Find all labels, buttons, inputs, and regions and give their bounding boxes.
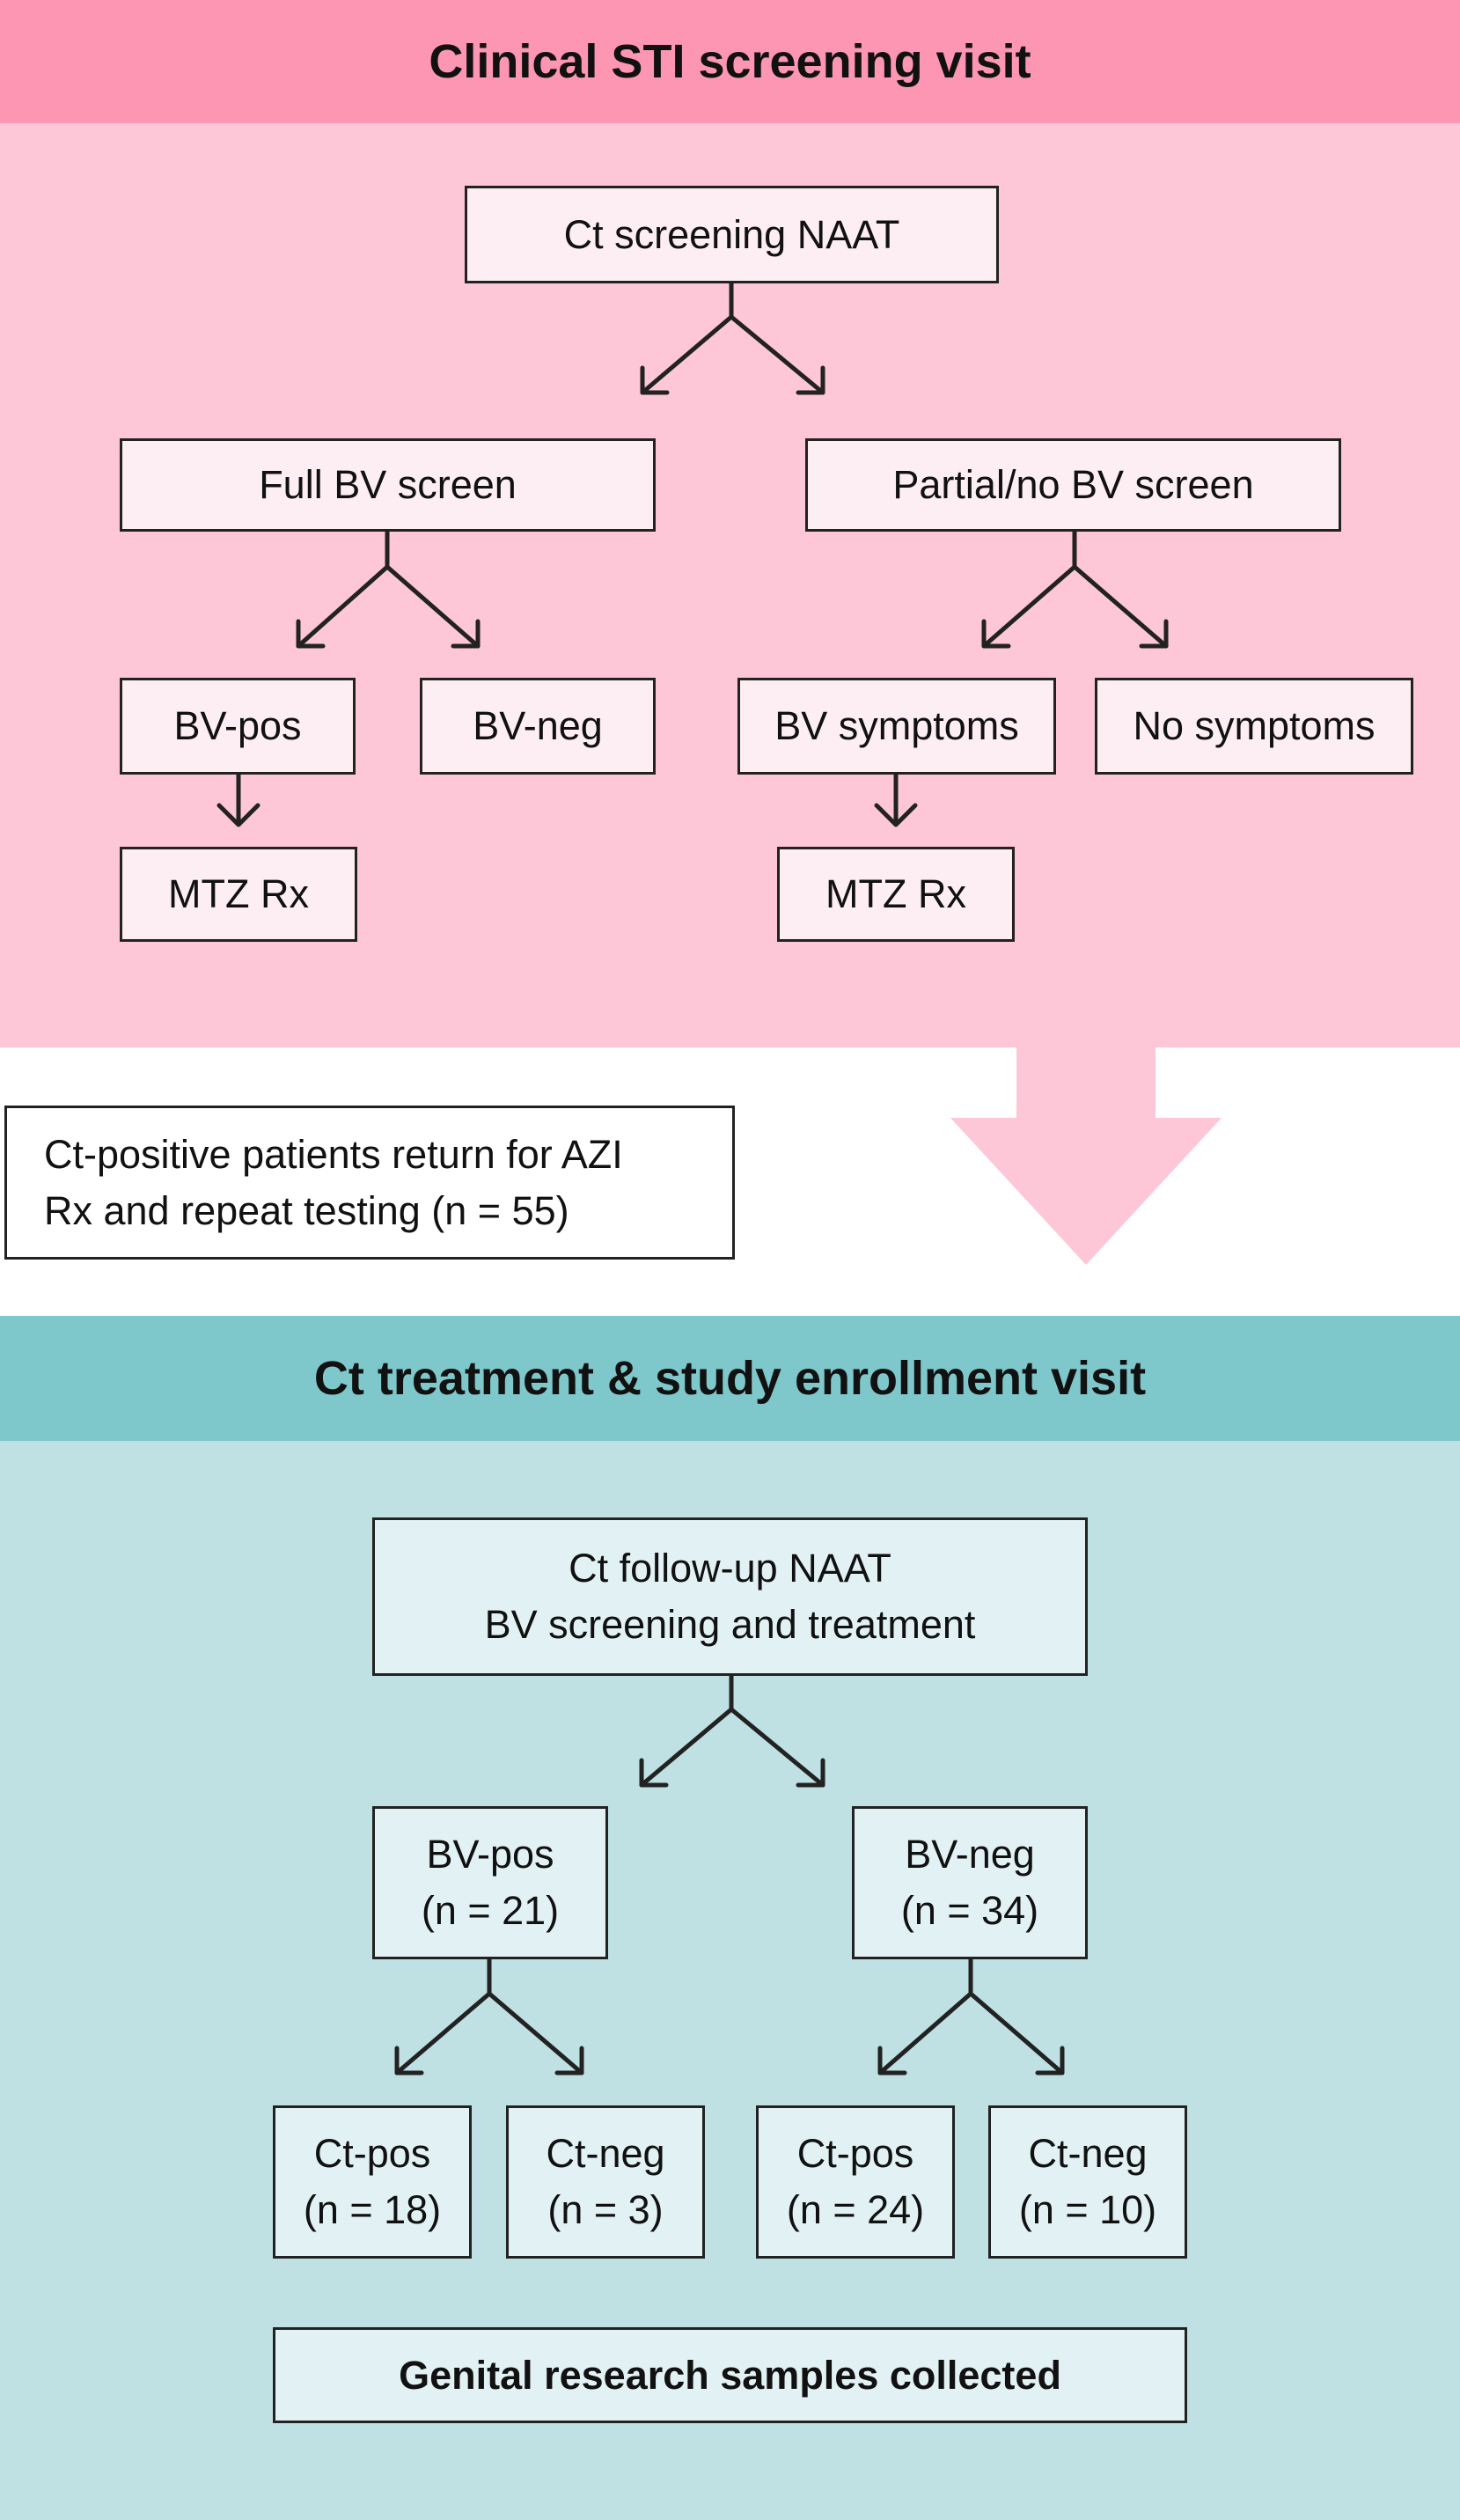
partial-bv-screen-box: Partial/no BV screen bbox=[805, 438, 1341, 532]
ct-screening-naat-label: Ct screening NAAT bbox=[563, 211, 900, 257]
no-symptoms-box: No symptoms bbox=[1095, 678, 1413, 775]
mtz-rx-label-left: MTZ Rx bbox=[168, 871, 309, 916]
top-bv-neg-box: BV-neg bbox=[420, 678, 656, 775]
arrow-bv-symptoms-to-mtz bbox=[874, 772, 918, 827]
top-bv-neg-label: BV-neg bbox=[473, 703, 603, 748]
ct-followup-naat-label: Ct follow-up NAAT bbox=[569, 1546, 891, 1591]
ct-screening-naat-box: Ct screening NAAT bbox=[465, 186, 999, 283]
split-arrow-partial-bv bbox=[981, 529, 1169, 649]
full-bv-screen-box: Full BV screen bbox=[120, 438, 656, 532]
no-symptoms-label: No symptoms bbox=[1133, 703, 1376, 748]
transition-note-line2: Rx and repeat testing (n = 55) bbox=[44, 1187, 569, 1233]
split-arrow-bv-neg bbox=[877, 1957, 1065, 2076]
ct-neg-label-2: Ct-neg bbox=[1028, 2131, 1148, 2176]
mtz-rx-box-right: MTZ Rx bbox=[777, 847, 1015, 942]
bv-symptoms-label: BV symptoms bbox=[774, 703, 1019, 748]
ct-pos-label-1: Ct-pos bbox=[313, 2131, 431, 2176]
bv-pos-box: BV-pos (n = 21) bbox=[372, 1806, 608, 1959]
research-samples-label: Genital research samples collected bbox=[399, 2352, 1061, 2398]
bv-neg-count: (n = 34) bbox=[900, 1888, 1039, 1933]
mtz-rx-box-left: MTZ Rx bbox=[120, 847, 357, 942]
split-arrow-ct-screening bbox=[640, 281, 825, 395]
split-arrow-followup bbox=[639, 1673, 825, 1788]
ct-pos-count-2: (n = 24) bbox=[786, 2187, 925, 2232]
bv-neg-box: BV-neg (n = 34) bbox=[852, 1806, 1088, 1959]
screening-visit-header bbox=[0, 0, 1460, 123]
enrollment-visit-title: Ct treatment & study enrollment visit bbox=[313, 1352, 1147, 1405]
arrow-bv-pos-to-mtz bbox=[216, 772, 260, 827]
transition-note-box: Ct-positive patients return for AZI Rx a… bbox=[4, 1106, 735, 1260]
split-arrow-bv-pos bbox=[394, 1957, 584, 2076]
ct-pos-count-1: (n = 18) bbox=[303, 2187, 442, 2232]
ct-followup-naat-box: Ct follow-up NAAT BV screening and treat… bbox=[372, 1517, 1088, 1676]
ct-pos-label-2: Ct-pos bbox=[796, 2131, 914, 2176]
split-arrow-full-bv bbox=[296, 529, 481, 649]
mtz-rx-label-right: MTZ Rx bbox=[825, 871, 966, 916]
bv-symptoms-box: BV symptoms bbox=[737, 678, 1056, 775]
transition-note-line1: Ct-positive patients return for AZI bbox=[44, 1131, 623, 1177]
bv-screening-treatment-label: BV screening and treatment bbox=[484, 1602, 976, 1647]
bv-pos-count: (n = 21) bbox=[421, 1888, 560, 1933]
ct-neg-count-1: (n = 3) bbox=[547, 2187, 664, 2232]
ct-neg-box-1: Ct-neg (n = 3) bbox=[506, 2105, 705, 2259]
ct-pos-box-1: Ct-pos (n = 18) bbox=[273, 2105, 472, 2259]
ct-pos-box-2: Ct-pos (n = 24) bbox=[756, 2105, 955, 2259]
ct-neg-box-2: Ct-neg (n = 10) bbox=[988, 2105, 1187, 2259]
bv-pos-label: BV-pos bbox=[426, 1832, 554, 1877]
enrollment-visit-header bbox=[0, 1316, 1460, 1441]
full-bv-screen-label: Full BV screen bbox=[259, 462, 517, 507]
transition-arrow bbox=[950, 1047, 1222, 1265]
ct-neg-count-2: (n = 10) bbox=[1018, 2187, 1157, 2232]
screening-visit-title: Clinical STI screening visit bbox=[429, 35, 1031, 88]
bv-neg-label: BV-neg bbox=[905, 1832, 1035, 1877]
partial-bv-screen-label: Partial/no BV screen bbox=[892, 462, 1254, 507]
top-bv-pos-box: BV-pos bbox=[120, 678, 356, 775]
research-samples-box: Genital research samples collected bbox=[273, 2327, 1187, 2423]
ct-neg-label-1: Ct-neg bbox=[546, 2131, 665, 2176]
top-bv-pos-label: BV-pos bbox=[173, 703, 302, 748]
